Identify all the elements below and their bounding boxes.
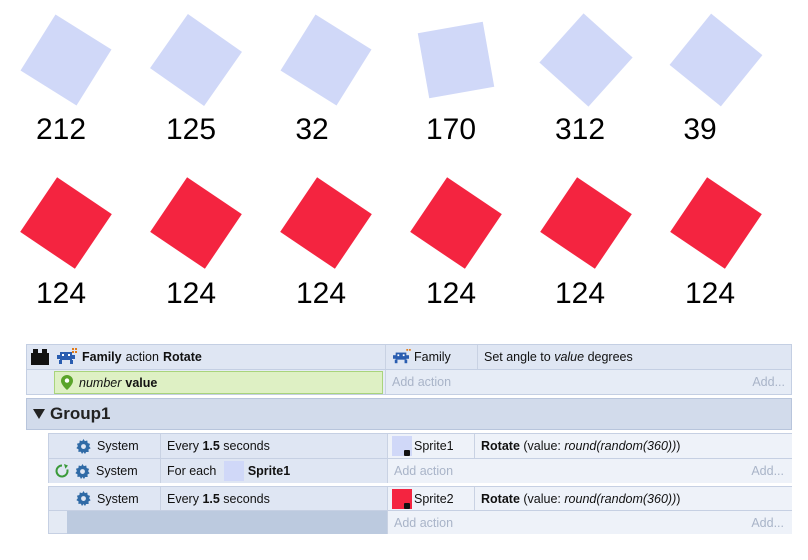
angle-label: 32 xyxy=(295,113,329,146)
group-header[interactable]: Group1 xyxy=(26,398,792,430)
event-2[interactable]: System Every 1.5 seconds Sprite2 Rotate … xyxy=(48,486,792,534)
sprite2-instance[interactable] xyxy=(150,177,242,269)
location-pin-icon xyxy=(61,375,73,390)
sprite1-swatch-icon xyxy=(223,461,244,481)
angle-label: 124 xyxy=(684,277,736,310)
gear-icon xyxy=(76,491,91,506)
angle-label: 124 xyxy=(554,277,606,310)
layout-canvas: 212 125 32 170 312 39 124 124 124 124 12… xyxy=(20,13,763,310)
sprite2-instance[interactable] xyxy=(280,177,372,269)
gear-icon xyxy=(76,438,91,454)
sprite1-instance[interactable] xyxy=(280,14,372,106)
sprite2-instance[interactable] xyxy=(670,177,762,269)
angle-label: 124 xyxy=(295,277,347,310)
sprite2-instance[interactable] xyxy=(540,177,632,269)
function-action-object[interactable]: Family xyxy=(385,345,477,369)
angle-label: 170 xyxy=(425,113,477,146)
function-object: Family xyxy=(82,350,122,364)
sprite2-instance[interactable] xyxy=(410,177,502,269)
condition-every[interactable]: System Every 1.5 seconds xyxy=(49,434,387,459)
puzzle-block-icon xyxy=(31,349,49,365)
add-action-link[interactable]: Add action Add... xyxy=(385,370,793,394)
sprite1-instance[interactable] xyxy=(20,14,112,106)
sprite1-instance[interactable] xyxy=(150,14,242,106)
gear-icon xyxy=(75,463,90,479)
angle-label: 124 xyxy=(165,277,217,310)
add-action-link[interactable]: Add action Add... xyxy=(387,511,792,534)
angle-label: 39 xyxy=(683,113,717,146)
function-block[interactable]: Family action Rotate Family Set angle to… xyxy=(26,344,792,370)
group-title: Group1 xyxy=(50,404,111,423)
sprite2-swatch-icon xyxy=(392,488,412,509)
angle-label: 125 xyxy=(165,113,217,146)
sprite1-swatch-icon xyxy=(392,436,412,456)
action-sprite1[interactable]: Sprite1 Rotate (value: round(random(360)… xyxy=(387,434,792,459)
sprite1-instance[interactable] xyxy=(417,21,495,99)
event-1[interactable]: System Every 1.5 seconds System For each… xyxy=(48,433,792,483)
sprite2-instance[interactable] xyxy=(20,177,112,269)
condition-every[interactable]: System Every 1.5 seconds xyxy=(49,487,387,511)
function-name: Rotate xyxy=(162,350,202,364)
condition-for-each[interactable]: System For each Sprite1 xyxy=(49,459,387,483)
function-parameter[interactable]: number value xyxy=(54,371,383,394)
triangle-down-icon[interactable] xyxy=(33,409,45,419)
angle-label: 312 xyxy=(554,113,606,146)
add-more-link[interactable]: Add... xyxy=(752,375,785,389)
event-sheet: Family action Rotate Family Set angle to… xyxy=(22,340,792,540)
loop-arrow-icon xyxy=(55,464,69,478)
angle-label: 212 xyxy=(35,113,87,146)
add-more-link[interactable]: Add... xyxy=(751,515,784,530)
space-invader-icon xyxy=(393,349,411,364)
sprite1-instance[interactable] xyxy=(669,13,763,107)
sprite1-instance[interactable] xyxy=(539,13,633,107)
angle-label: 124 xyxy=(425,277,477,310)
angle-label: 124 xyxy=(35,277,87,310)
empty-condition-area[interactable] xyxy=(67,511,387,534)
add-action-link[interactable]: Add action Add... xyxy=(387,459,792,483)
space-invader-icon xyxy=(57,348,77,364)
function-action-text[interactable]: Set angle to value degrees xyxy=(477,345,793,369)
add-more-link[interactable]: Add... xyxy=(751,464,784,478)
function-action-word: action xyxy=(125,350,159,364)
action-sprite2[interactable]: Sprite2 Rotate (value: round(random(360)… xyxy=(387,487,792,511)
